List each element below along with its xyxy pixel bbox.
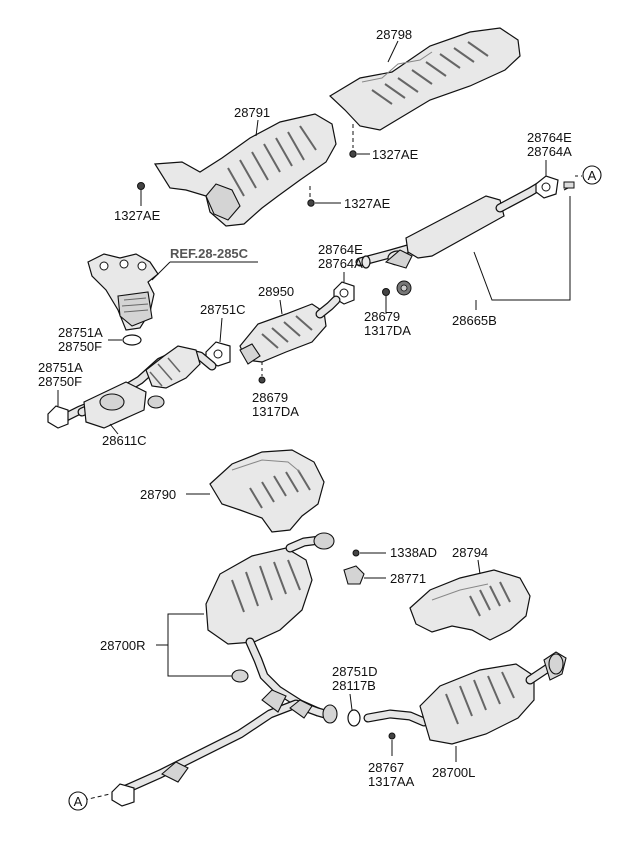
label-28679-b: 28679 xyxy=(252,390,288,405)
label-28611c: 28611C xyxy=(102,433,147,448)
label-28791: 28791 xyxy=(234,105,270,120)
leader-28751d xyxy=(349,693,353,711)
label-28700r: 28700R xyxy=(100,638,146,653)
label-28117b: 28117B xyxy=(332,678,376,693)
gasket-28764-mid xyxy=(333,281,355,305)
muffler-28700r xyxy=(205,532,335,717)
label-1338ad: 1338AD xyxy=(390,545,437,560)
exhaust-manifold xyxy=(87,253,159,331)
heat-shield-28798 xyxy=(329,27,521,131)
label-1327ae-left: 1327AE xyxy=(114,208,161,223)
label-connector-a-bottom: A xyxy=(74,794,83,809)
gasket-28751a-1 xyxy=(122,334,142,346)
heat-shield-28790 xyxy=(209,449,325,533)
label-28790: 28790 xyxy=(140,487,176,502)
hanger-rubber xyxy=(231,669,249,683)
label-28750f-2: 28750F xyxy=(38,374,82,389)
leader-28950 xyxy=(279,299,283,315)
leader-28794 xyxy=(477,559,481,575)
label-28794: 28794 xyxy=(452,545,488,560)
nut-1338ad xyxy=(352,549,360,557)
nut-28679-b xyxy=(258,376,266,384)
leader-28791 xyxy=(255,119,259,137)
label-28751c: 28751C xyxy=(200,302,246,317)
nut-1327ae-top xyxy=(349,150,357,158)
label-28751d: 28751D xyxy=(332,664,378,679)
connector-a-bottom xyxy=(68,791,88,811)
label-1327ae-top: 1327AE xyxy=(372,147,419,162)
leader-28611c xyxy=(109,423,119,435)
leader-a-bottom xyxy=(83,793,111,801)
bolt-top xyxy=(563,181,575,189)
connector-a-top xyxy=(582,165,602,185)
nut-28767 xyxy=(388,732,396,740)
gasket-28751d xyxy=(347,709,361,727)
flange-nut-upper xyxy=(396,280,412,296)
gasket-28764-top xyxy=(535,175,559,199)
label-28764a-top: 28764A xyxy=(527,144,572,159)
label-28700l: 28700L xyxy=(432,765,475,780)
label-28750f-1: 28750F xyxy=(58,339,102,354)
nut-28679-a xyxy=(382,288,390,296)
heat-shield-28791 xyxy=(153,113,337,227)
leader-28798 xyxy=(387,40,399,63)
hanger-28771 xyxy=(343,565,365,585)
label-1317aa: 1317AA xyxy=(368,774,415,789)
catalytic-converter-28950 xyxy=(239,295,341,365)
leader-28665b xyxy=(473,196,571,301)
label-28798: 28798 xyxy=(376,27,412,42)
label-28679-a: 28679 xyxy=(364,309,400,324)
label-1327ae-mid: 1327AE xyxy=(344,196,391,211)
label-28764e-top: 28764E xyxy=(527,130,572,145)
main-pipe-lower xyxy=(111,689,338,807)
label-28767: 28767 xyxy=(368,760,404,775)
leader-28751c xyxy=(219,317,223,343)
label-28751a-1: 28751A xyxy=(58,325,103,340)
front-pipe-28611c xyxy=(47,345,217,429)
label-28665b: 28665B xyxy=(452,313,497,328)
heat-shield-28794 xyxy=(409,569,531,641)
label-28751a-2: 28751A xyxy=(38,360,83,375)
label-1317da-a: 1317DA xyxy=(364,323,411,338)
label-28764a-mid: 28764A xyxy=(318,256,363,271)
label-28771: 28771 xyxy=(390,571,426,586)
label-28764e-mid: 28764E xyxy=(318,242,363,257)
label-1317da-b: 1317DA xyxy=(252,404,299,419)
nut-1327ae-left xyxy=(137,182,145,190)
ref-label: REF.28-285C xyxy=(170,246,249,261)
label-connector-a-top: A xyxy=(588,168,597,183)
nut-1327ae-mid xyxy=(307,199,315,207)
muffler-28700l xyxy=(363,651,567,745)
label-28950: 28950 xyxy=(258,284,294,299)
